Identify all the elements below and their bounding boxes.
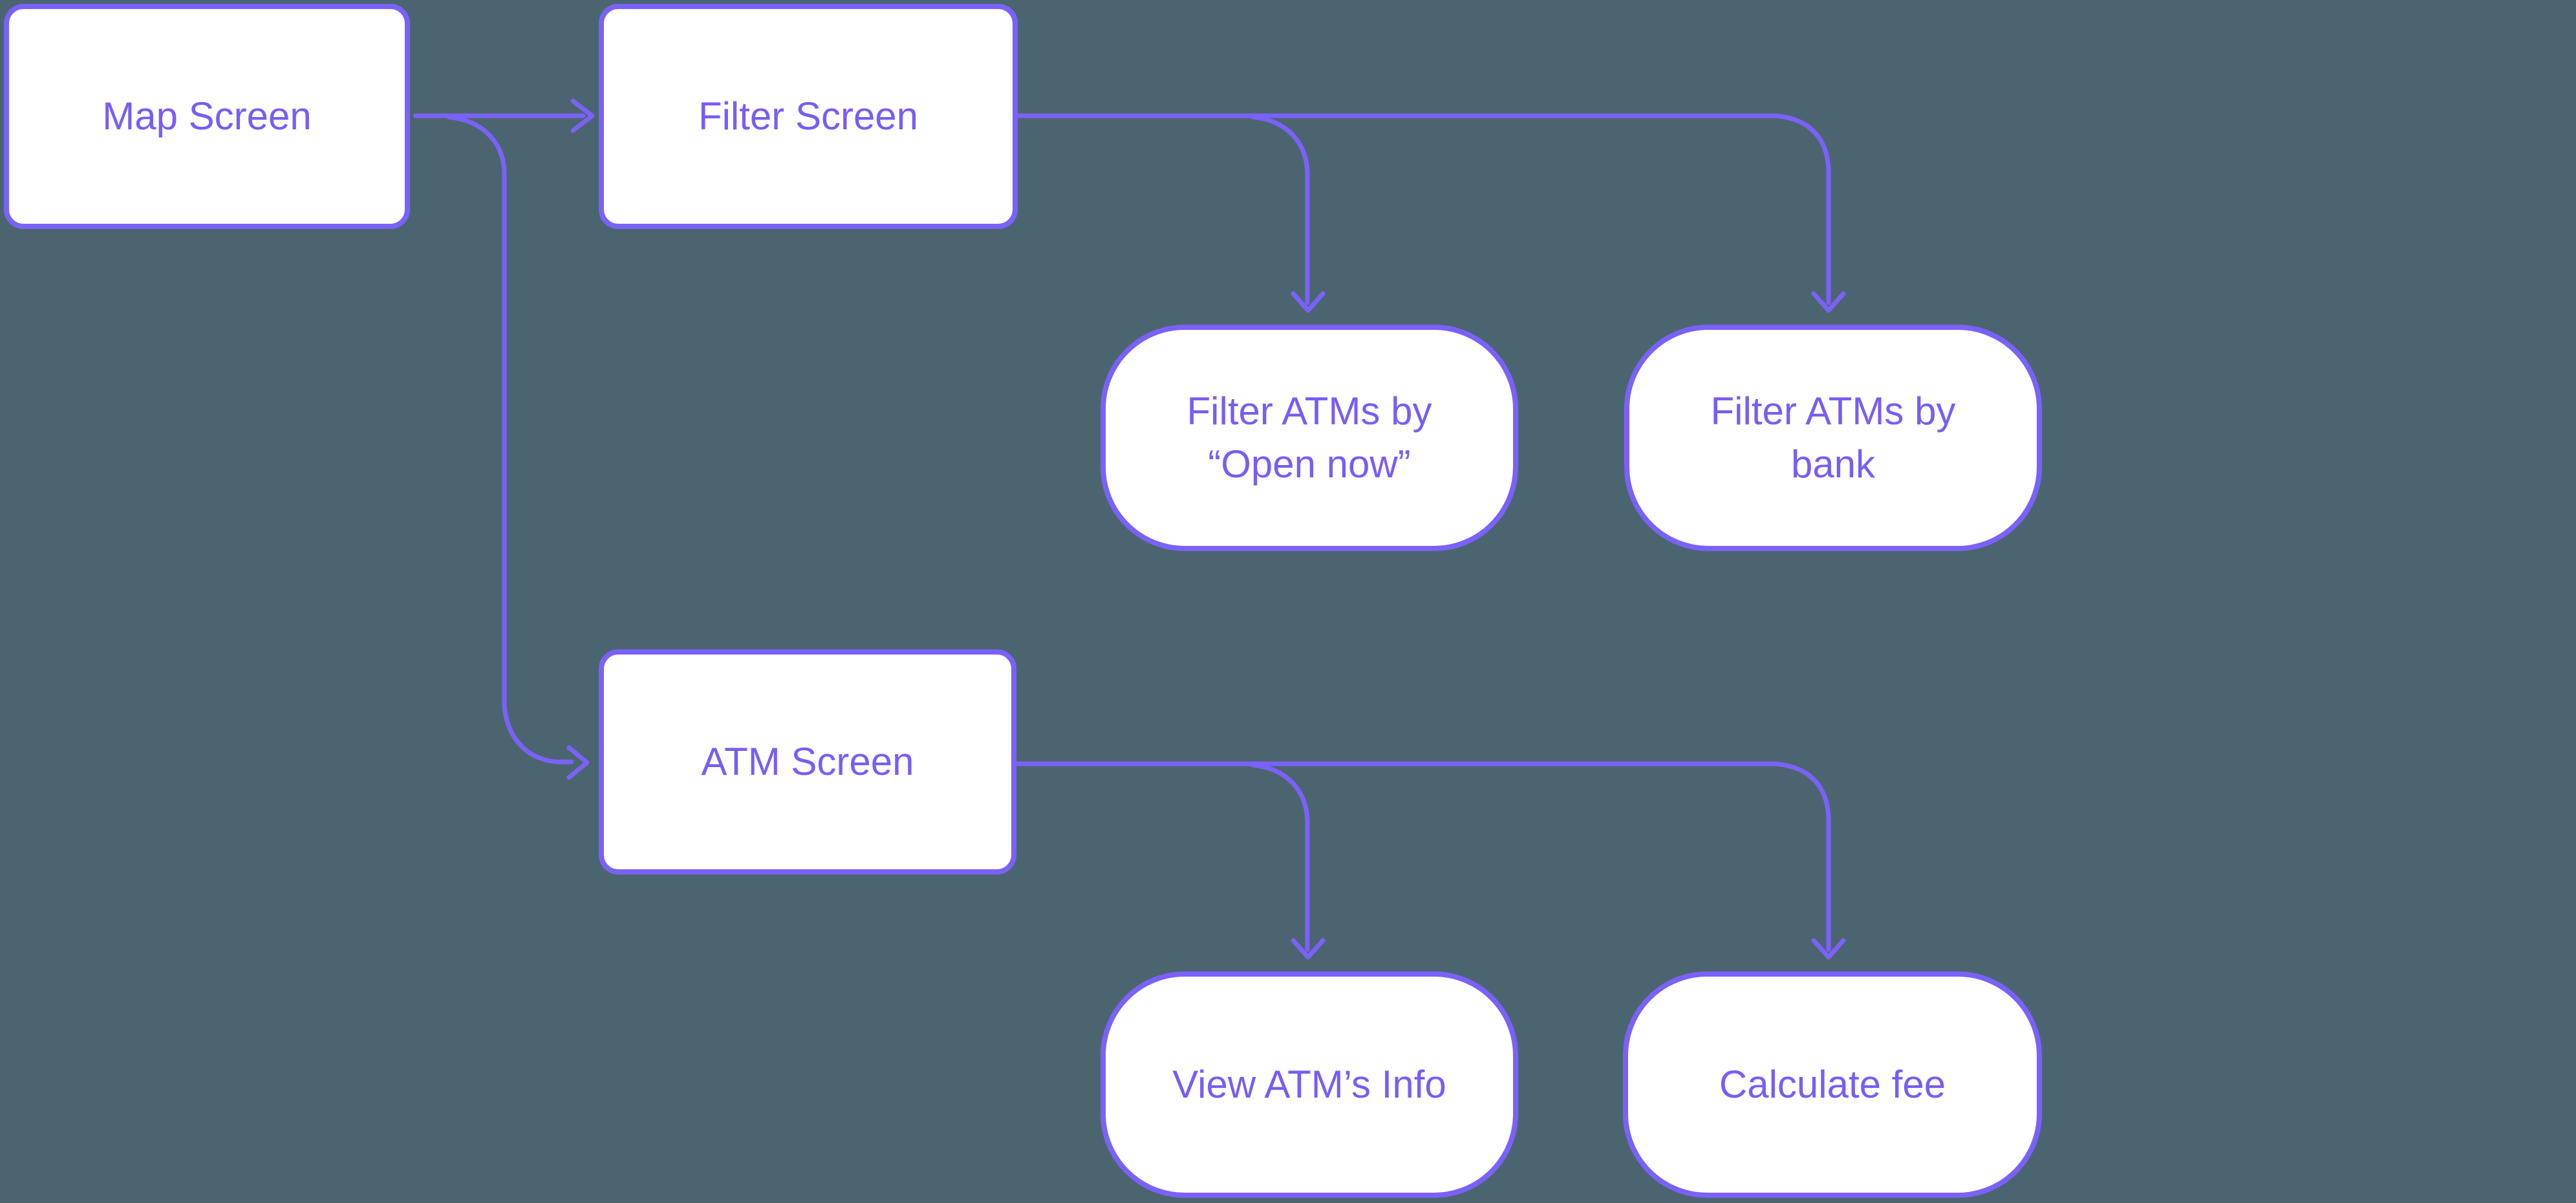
connector-atm-to-calc-fee — [1014, 761, 1846, 960]
arrowhead-down-icon — [1291, 938, 1326, 960]
arrowhead-right-icon — [566, 745, 590, 780]
arrowhead-down-icon — [1811, 291, 1846, 313]
node-filter-atms-bank[interactable]: Filter ATMs by bank — [1624, 325, 2042, 551]
node-filter-atms-bank-label: Filter ATMs by bank — [1710, 389, 1956, 486]
node-filter-screen[interactable]: Filter Screen — [599, 4, 1018, 229]
connector-filter-to-open-now — [1250, 114, 1326, 313]
connector-atm-to-view-info — [1250, 763, 1326, 960]
connector-map-to-filter — [413, 98, 595, 133]
node-map-screen[interactable]: Map Screen — [4, 4, 410, 229]
node-atm-screen-label: ATM Screen — [701, 740, 914, 783]
connector-filter-to-bank — [1015, 113, 1846, 313]
connector-map-to-atm — [446, 114, 590, 780]
node-view-atm-info[interactable]: View ATM’s Info — [1100, 971, 1518, 1198]
node-map-screen-label: Map Screen — [102, 94, 312, 138]
arrowhead-right-icon — [570, 98, 595, 133]
node-filter-screen-label: Filter Screen — [698, 94, 919, 138]
node-filter-atms-open-now-label: Filter ATMs by “Open now” — [1186, 389, 1432, 486]
node-atm-screen[interactable]: ATM Screen — [599, 649, 1016, 874]
node-view-atm-info-label: View ATM’s Info — [1172, 1063, 1446, 1106]
node-calculate-fee-label: Calculate fee — [1719, 1063, 1946, 1106]
arrowhead-down-icon — [1811, 938, 1846, 960]
node-filter-atms-open-now[interactable]: Filter ATMs by “Open now” — [1100, 325, 1518, 551]
node-calculate-fee[interactable]: Calculate fee — [1623, 971, 2042, 1198]
arrowhead-down-icon — [1291, 291, 1326, 313]
